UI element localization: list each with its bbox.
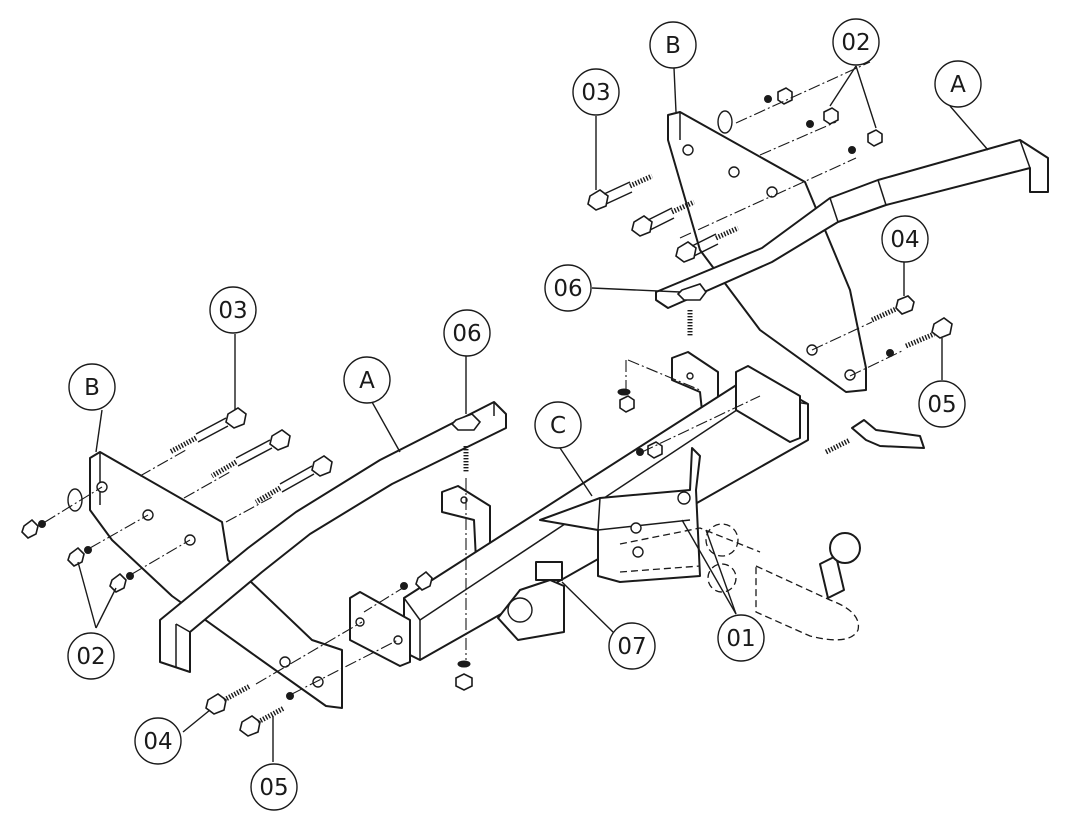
leader-lines (77, 65, 989, 762)
left-arm-a (159, 401, 507, 673)
callout-label: A (950, 72, 966, 98)
callout-label: A (359, 368, 375, 394)
callout-label: 01 (726, 626, 755, 652)
electric-socket-plate-07 (497, 561, 565, 641)
callout-03-left: 03 (209, 286, 257, 334)
callout-label: 02 (841, 30, 870, 56)
callout-04-left: 04 (134, 717, 182, 765)
callout-label: 02 (76, 644, 105, 670)
right-bolts-04-05 (870, 295, 953, 357)
callout-07: 07 (608, 622, 656, 670)
receiver-c (539, 447, 701, 583)
callout-label: 04 (890, 227, 919, 253)
callout-04-right: 04 (881, 215, 929, 263)
left-nuts-02 (21, 488, 433, 593)
callout-06-left: 06 (443, 309, 491, 357)
callout-label: 04 (143, 729, 172, 755)
callout-label: 07 (617, 634, 646, 660)
tow-ball (819, 532, 861, 599)
callout-label: 06 (452, 321, 481, 347)
mid-nuts (617, 388, 663, 459)
callout-label: 03 (218, 298, 247, 324)
callout-06-right: 06 (544, 264, 592, 312)
callout-label: 05 (259, 775, 288, 801)
callout-label: 06 (553, 276, 582, 302)
bottom-nut (455, 660, 473, 691)
left-end-plate (349, 591, 411, 667)
right-bolt-06 (676, 283, 707, 336)
callout-02-left: 02 (67, 632, 115, 680)
callout-a-left: A (343, 356, 391, 404)
callout-b-left: B (68, 363, 116, 411)
callout-label: 05 (927, 392, 956, 418)
right-nuts-02 (717, 87, 883, 154)
right-bolts-03 (587, 173, 740, 263)
callout-label: 03 (581, 80, 610, 106)
right-end-plate (735, 365, 801, 443)
left-bolt-06 (450, 413, 482, 472)
lock-key (824, 419, 925, 455)
callout-02-right: 02 (832, 18, 880, 66)
callout-05-right: 05 (918, 380, 966, 428)
callout-label: C (550, 413, 566, 439)
callout-01: 01 (717, 614, 765, 662)
callout-label: B (665, 33, 681, 59)
left-bolts-03 (168, 407, 333, 505)
callout-05-left: 05 (250, 763, 298, 811)
callout-a-right: A (934, 60, 982, 108)
callout-03-right: 03 (572, 68, 620, 116)
callout-b-right: B (649, 21, 697, 69)
left-bolts-04-05 (205, 683, 294, 737)
callout-label: B (84, 375, 100, 401)
tow-ball-hidden (619, 523, 860, 641)
callout-c: C (534, 401, 582, 449)
